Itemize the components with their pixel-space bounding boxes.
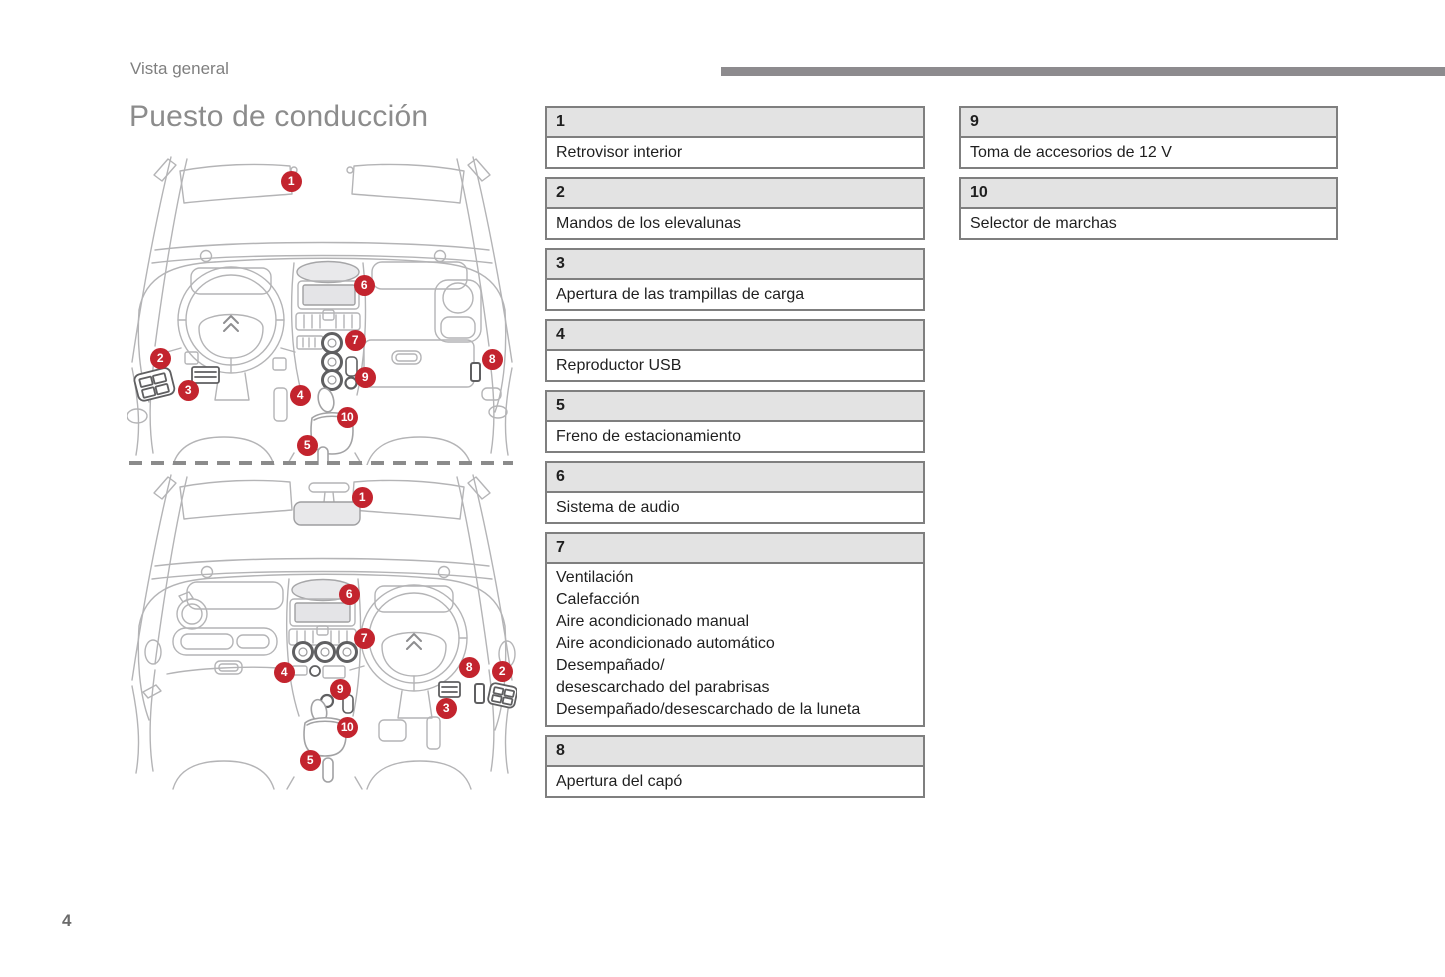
legend-item-number: 9: [961, 108, 1336, 138]
legend-item-text: Sistema de audio: [556, 499, 680, 516]
legend-item-8: 8 Apertura del capó: [545, 735, 925, 798]
legend-item-text: Selector de marchas: [970, 215, 1117, 232]
diagram-marker-9: 9: [354, 366, 376, 388]
diagram-divider-dashed-line: [129, 461, 513, 465]
diagram-marker-8: 8: [458, 656, 480, 678]
page-title: Puesto de conducción: [129, 100, 429, 133]
diagram-marker-6: 6: [338, 583, 360, 605]
legend-item-1: 1 Retrovisor interior: [545, 106, 925, 169]
legend-column-left: 1 Retrovisor interior 2 Mandos de los el…: [545, 106, 925, 806]
diagram-marker-10: 10: [336, 716, 358, 738]
diagram-marker-3: 3: [435, 697, 457, 719]
legend-item-number: 5: [547, 392, 923, 422]
diagram-marker-3: 3: [177, 379, 199, 401]
legend-item-2: 2 Mandos de los elevalunas: [545, 177, 925, 240]
legend-item-6: 6 Sistema de audio: [545, 461, 925, 524]
legend-item-number: 1: [547, 108, 923, 138]
legend-item-text: Retrovisor interior: [556, 144, 683, 161]
legend-item-text: Freno de estacionamiento: [556, 428, 741, 445]
legend-item-number: 10: [961, 179, 1336, 209]
legend-item-text: Apertura del capó: [556, 773, 683, 790]
diagram-marker-4: 4: [289, 384, 311, 406]
diagram-marker-5: 5: [299, 749, 321, 771]
diagram-marker-6: 6: [353, 274, 375, 296]
legend-item-text: Mandos de los elevalunas: [556, 215, 742, 232]
diagram-marker-7: 7: [353, 627, 375, 649]
legend-item-7: 7 Ventilación Calefacción Aire acondicio…: [545, 532, 925, 727]
diagram-marker-5: 5: [296, 434, 318, 456]
legend-item-text: Apertura de las trampillas de carga: [556, 286, 805, 303]
legend-item-number: 4: [547, 321, 923, 351]
diagram-marker-10: 10: [336, 406, 358, 428]
diagram-marker-8: 8: [481, 348, 503, 370]
dashboard-illustration-rhd: 1 2 3 4 5 6 7 8 9 10: [127, 468, 517, 790]
diagram-marker-1: 1: [351, 486, 373, 508]
dashboard-lhd-drawing: [127, 156, 513, 465]
legend-item-number: 3: [547, 250, 923, 280]
legend-item-text: Toma de accesorios de 12 V: [970, 144, 1172, 161]
legend-item-5: 5 Freno de estacionamiento: [545, 390, 925, 453]
legend-item-text: Ventilación Calefacción Aire acondiciona…: [556, 569, 861, 718]
legend-item-9: 9 Toma de accesorios de 12 V: [959, 106, 1338, 169]
legend-item-number: 8: [547, 737, 923, 767]
diagram-marker-2: 2: [491, 660, 513, 682]
legend-item-number: 6: [547, 463, 923, 493]
diagram-marker-2: 2: [149, 347, 171, 369]
legend-item-10: 10 Selector de marchas: [959, 177, 1338, 240]
legend-item-3: 3 Apertura de las trampillas de carga: [545, 248, 925, 311]
header-rule-bar: [721, 67, 1445, 76]
diagram-marker-9: 9: [329, 678, 351, 700]
legend-item-text: Reproductor USB: [556, 357, 682, 374]
legend-column-right: 9 Toma de accesorios de 12 V 10 Selector…: [959, 106, 1338, 248]
dashboard-rhd-drawing: [131, 474, 517, 790]
legend-item-number: 2: [547, 179, 923, 209]
diagram-marker-7: 7: [344, 329, 366, 351]
diagram-marker-1: 1: [280, 170, 302, 192]
legend-item-number: 7: [547, 534, 923, 564]
diagram-marker-4: 4: [273, 661, 295, 683]
section-label: Vista general: [130, 59, 229, 78]
legend-item-4: 4 Reproductor USB: [545, 319, 925, 382]
page-number: 4: [62, 911, 72, 930]
